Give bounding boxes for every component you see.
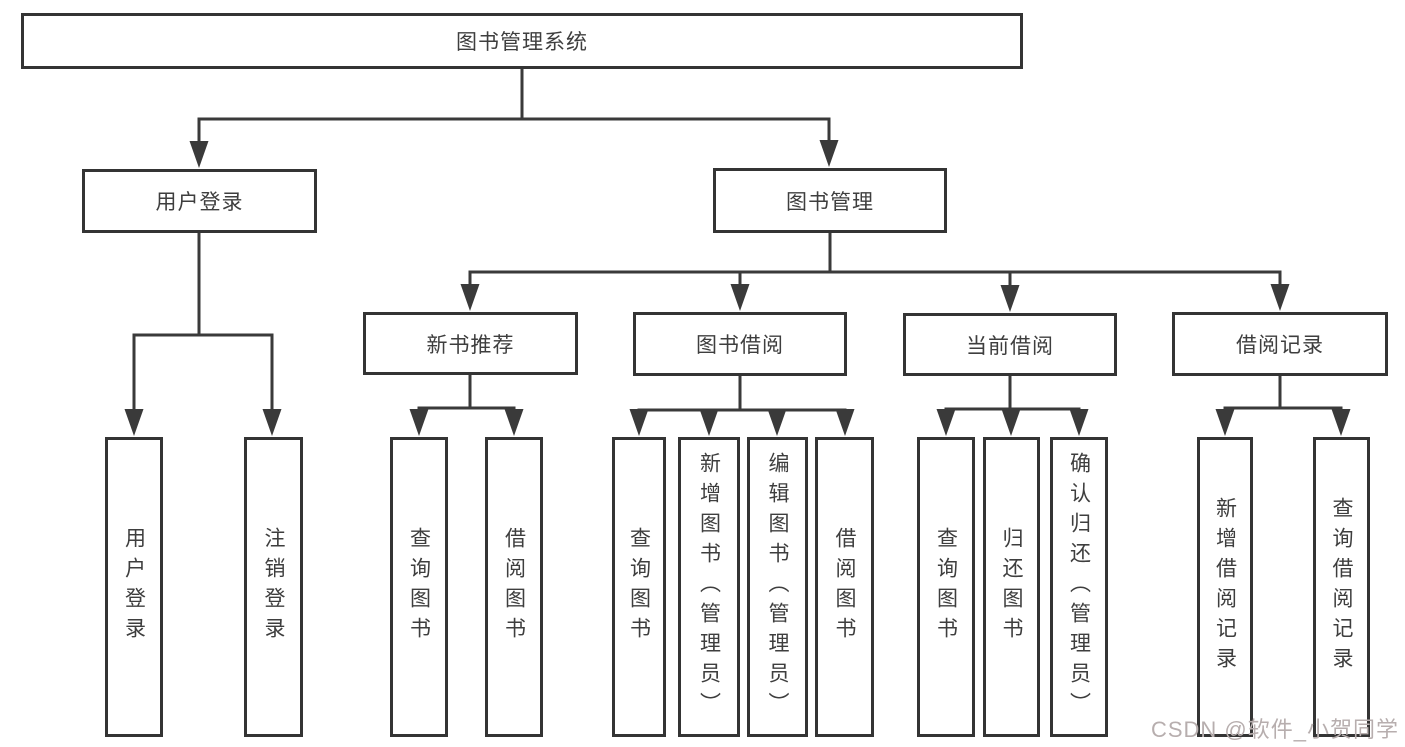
- diagram-node-root: 图书管理系统: [21, 13, 1023, 69]
- diagram-leaf-query-borrow-record: 查询借阅记录: [1313, 437, 1370, 737]
- node-label: 查询图书: [934, 527, 958, 647]
- node-label: 用户登录: [155, 191, 244, 214]
- diagram-leaf-confirm-return-admin: 确认归还（管理员）: [1050, 437, 1108, 737]
- node-label: 图书管理: [786, 190, 874, 214]
- node-label: 查询借阅记录: [1330, 497, 1353, 677]
- node-label: 当前借阅: [966, 334, 1054, 358]
- node-label: 归还图书: [1000, 527, 1023, 647]
- diagram-node-book-borrow: 图书借阅: [633, 312, 847, 376]
- node-label: 图书管理系统: [456, 31, 588, 54]
- diagram-leaf-add-book-admin: 新增图书（管理员）: [678, 437, 740, 737]
- node-label: 确认归还（管理员）: [1067, 452, 1091, 722]
- diagram-leaf-logout: 注销登录: [244, 437, 303, 737]
- node-label: 注销登录: [262, 527, 285, 647]
- diagram-leaf-query-books-recommend: 查询图书: [390, 437, 448, 737]
- node-label: 新增图书（管理员）: [697, 452, 721, 722]
- node-label: 借阅记录: [1236, 334, 1324, 357]
- node-label: 借阅图书: [833, 527, 856, 647]
- node-label: 编辑图书（管理员）: [766, 452, 789, 722]
- node-label: 借阅图书: [502, 527, 526, 647]
- diagram-leaf-return-book: 归还图书: [983, 437, 1040, 737]
- diagram-leaf-borrow-books-recommend: 借阅图书: [485, 437, 543, 737]
- node-label: 查询图书: [407, 527, 431, 647]
- node-label: 图书借阅: [696, 334, 784, 357]
- diagram-leaf-query-books-current: 查询图书: [917, 437, 975, 737]
- node-label: 新书推荐: [426, 333, 515, 357]
- node-label: 用户登录: [122, 527, 146, 647]
- node-label: 查询图书: [627, 527, 651, 647]
- diagram-node-user-login: 用户登录: [82, 169, 317, 233]
- diagram-leaf-query-books-borrow: 查询图书: [612, 437, 666, 737]
- csdn-watermark: CSDN @软件_小贺同学: [1150, 717, 1399, 742]
- diagram-leaf-borrow-books: 借阅图书: [815, 437, 874, 737]
- diagram-leaf-edit-book-admin: 编辑图书（管理员）: [747, 437, 808, 737]
- diagram-node-book-management: 图书管理: [713, 168, 947, 233]
- node-label: 新增借阅记录: [1213, 497, 1237, 677]
- diagram-leaf-user-login: 用户登录: [105, 437, 163, 737]
- diagram-node-borrow-record: 借阅记录: [1172, 312, 1388, 376]
- diagram-leaf-add-borrow-record: 新增借阅记录: [1197, 437, 1253, 737]
- diagram-node-new-book-recommend: 新书推荐: [363, 312, 578, 375]
- diagram-node-current-borrow: 当前借阅: [903, 313, 1117, 376]
